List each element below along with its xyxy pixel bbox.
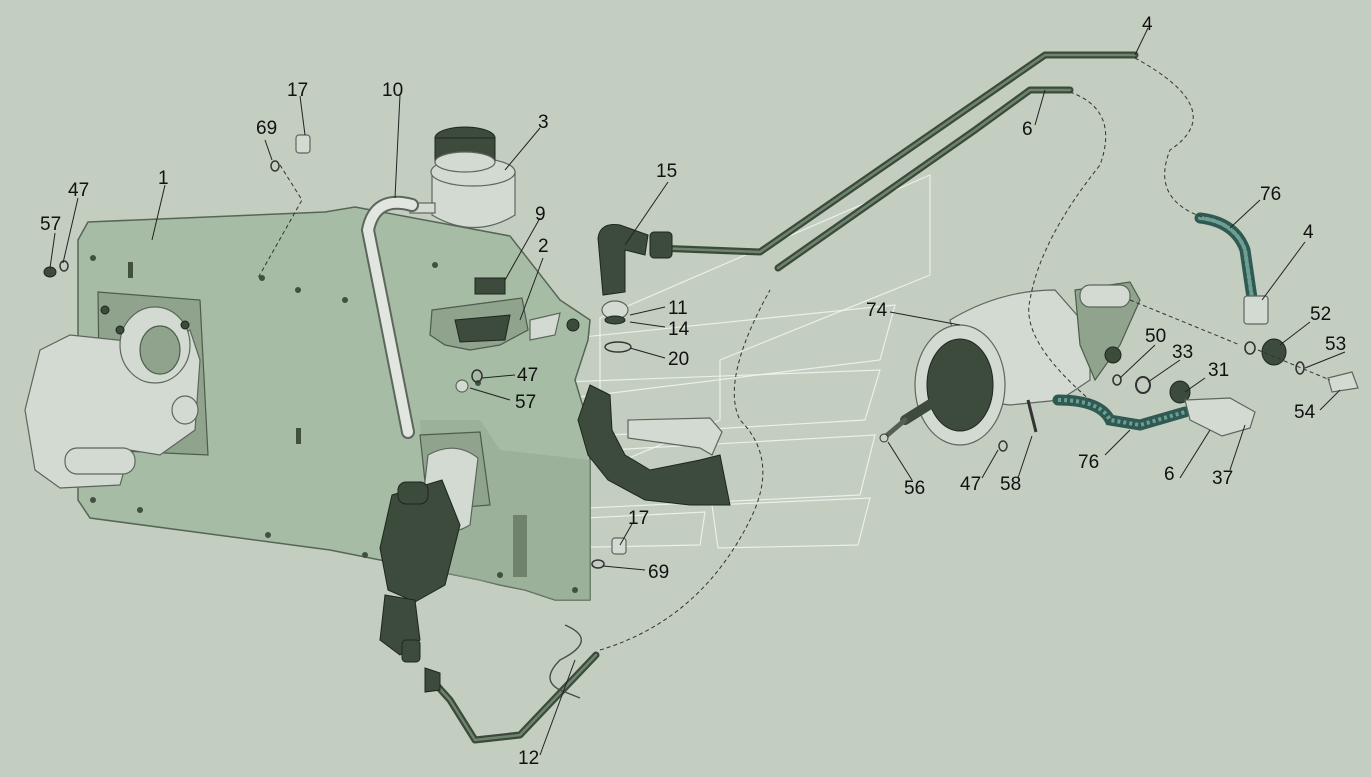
label-1: 1 (158, 168, 169, 189)
lower-pipe (424, 624, 600, 744)
reservoir-hose (360, 195, 419, 439)
label-74: 74 (866, 300, 888, 321)
upper-pipes (649, 51, 1139, 272)
label-54: 54 (1294, 402, 1316, 423)
leader-lines (49, 27, 1346, 756)
label-69-bottom: 69 (648, 562, 669, 583)
label-9: 9 (535, 204, 546, 225)
label-4-right: 4 (1303, 222, 1314, 243)
elbow-fitting (597, 224, 649, 353)
label-2: 2 (538, 236, 549, 257)
left-cylinder-assembly (24, 291, 209, 489)
pedal (577, 384, 731, 506)
label-50: 50 (1145, 326, 1166, 347)
label-47-right: 47 (960, 474, 981, 495)
right-fittings (1052, 212, 1359, 437)
master-cylinder (379, 431, 491, 663)
assembly-lines (257, 57, 1331, 651)
label-4-top: 4 (1142, 14, 1153, 35)
label-31: 31 (1208, 360, 1229, 381)
label-12: 12 (518, 748, 539, 769)
label-33: 33 (1172, 342, 1193, 363)
label-47-mid: 47 (517, 365, 538, 386)
label-17-bottom: 17 (628, 508, 649, 529)
label-47-left: 47 (68, 180, 89, 201)
label-53: 53 (1325, 334, 1346, 355)
label-20: 20 (668, 349, 689, 370)
clutch-booster (879, 281, 1141, 446)
label-15: 15 (656, 161, 677, 182)
callout-labels: 1 17 69 47 57 10 3 9 2 15 4 6 11 14 20 4… (40, 14, 1346, 769)
label-56: 56 (904, 478, 925, 499)
label-76-top: 76 (1260, 184, 1281, 205)
fluid-reservoir (409, 126, 516, 229)
label-52: 52 (1310, 304, 1331, 325)
label-37: 37 (1212, 468, 1233, 489)
label-57-left: 57 (40, 214, 61, 235)
label-10: 10 (382, 80, 403, 101)
label-3: 3 (538, 112, 549, 133)
label-58: 58 (1000, 474, 1021, 495)
label-57-mid: 57 (515, 392, 536, 413)
label-14: 14 (668, 319, 690, 340)
bracket (429, 277, 580, 351)
label-17-top: 17 (287, 80, 308, 101)
label-76-bottom: 76 (1078, 452, 1099, 473)
label-6-bottom: 6 (1164, 464, 1175, 485)
label-69-top: 69 (256, 118, 277, 139)
label-11: 11 (668, 298, 688, 319)
label-6-top: 6 (1022, 119, 1033, 140)
